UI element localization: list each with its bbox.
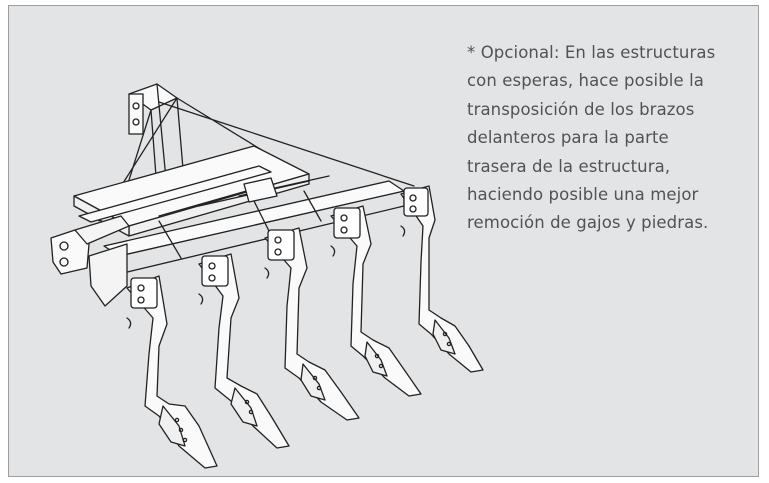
note-line: delanteros para la parte bbox=[467, 128, 669, 148]
optional-feature-note: * Opcional: En las estructuras con esper… bbox=[467, 39, 767, 238]
shank-2 bbox=[198, 253, 290, 449]
note-line: * Opcional: En las estructuras bbox=[467, 43, 716, 62]
retaining-pins bbox=[126, 225, 406, 329]
subsoiler-illustration bbox=[50, 83, 484, 469]
info-panel: * Opcional: En las estructuras con esper… bbox=[8, 5, 759, 477]
shank-3 bbox=[264, 227, 360, 421]
note-line: con esperas, hace posible la bbox=[467, 71, 704, 91]
shank-5 bbox=[400, 185, 484, 373]
note-line: remoción de gajos y piedras. bbox=[467, 213, 709, 233]
note-line: transposición de los brazos bbox=[467, 99, 695, 119]
shank-4 bbox=[330, 205, 422, 397]
lower-hitch-pin bbox=[50, 215, 130, 307]
shank-1 bbox=[126, 275, 218, 469]
note-line: haciendo posible una mejor bbox=[467, 185, 699, 205]
note-line: trasera de la estructura, bbox=[467, 156, 671, 176]
